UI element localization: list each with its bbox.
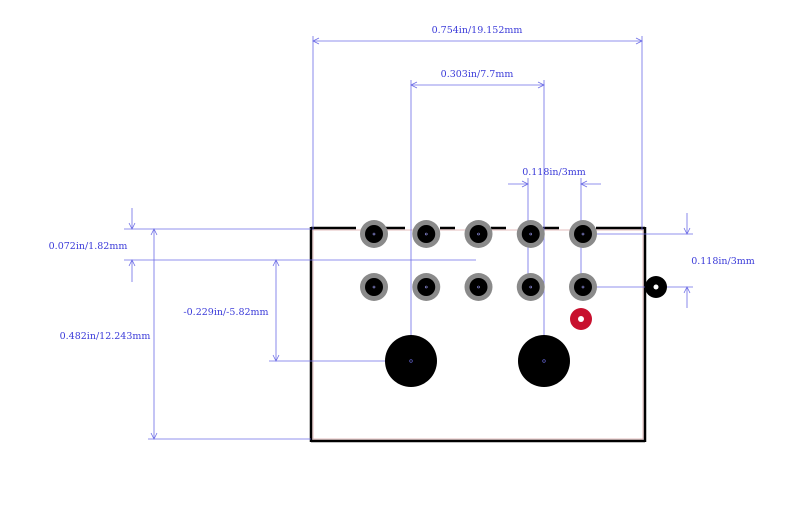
mount-hole-right [518, 335, 570, 387]
pad [412, 220, 441, 248]
pad [412, 273, 441, 301]
dimension-lines [124, 36, 693, 440]
mounting-holes [385, 335, 570, 387]
dim-row-offset-top: 0.072in/1.82mm [49, 241, 128, 252]
dim-hole-offset-y: -0.229in/-5.82mm [183, 307, 268, 318]
dim-overall-height: 0.482in/12.243mm [60, 331, 151, 342]
side-pad [645, 276, 667, 298]
pad-array [360, 220, 597, 301]
dim-pin-pitch-y: 0.118in/3mm [691, 256, 755, 267]
dimension-labels: 0.754in/19.152mm 0.303in/7.7mm 0.118in/3… [49, 25, 755, 342]
pad [569, 273, 597, 301]
body-outline [309, 226, 647, 443]
pad [516, 220, 545, 248]
pin1-marker [570, 308, 592, 330]
pad [464, 273, 493, 301]
mount-hole-left [385, 335, 437, 387]
dim-mount-hole-spacing: 0.303in/7.7mm [441, 69, 514, 80]
dim-overall-width: 0.754in/19.152mm [432, 25, 523, 36]
pad [516, 273, 545, 301]
pad [569, 220, 597, 248]
pad [360, 273, 388, 301]
pad [464, 220, 493, 248]
dim-pin-pitch-x: 0.118in/3mm [522, 167, 586, 178]
pad [360, 220, 388, 248]
